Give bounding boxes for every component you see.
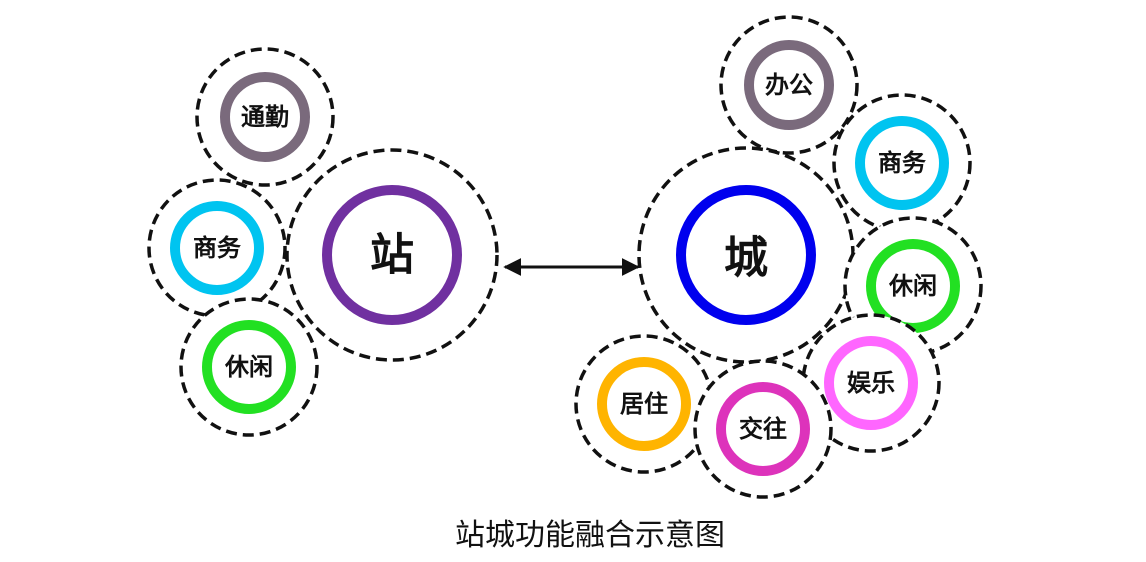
ring [170,201,264,295]
ring [220,72,310,162]
node-city-center: 城 [637,146,855,364]
label-living: 居住 [620,390,668,418]
label-leisure: 休闲 [224,353,273,381]
label-entertainment: 娱乐 [847,369,895,397]
node-city-office: 办公 [719,15,859,155]
node-city-living: 居住 [574,334,714,474]
label-station: 站 [370,230,414,281]
node-station-leisure: 休闲 [179,297,319,437]
ring [824,336,918,430]
label-city: 城 [724,233,768,284]
ring [716,382,810,476]
label-office: 办公 [765,71,813,99]
node-city-social: 交往 [693,359,833,499]
ring [322,185,462,325]
label-leisure: 休闲 [888,272,937,300]
node-city-business: 商务 [832,93,972,233]
node-station-center: 站 [285,148,499,362]
diagram-caption: 站城功能融合示意图 [455,518,725,553]
label-social: 交往 [739,415,787,443]
ring [202,320,296,414]
node-station-business: 商务 [147,178,287,318]
label-commute: 通勤 [241,103,289,131]
ring [597,357,691,451]
ring [676,185,816,325]
ring [744,40,834,130]
label-business: 商务 [878,149,927,177]
label-business: 商务 [193,234,242,262]
ring [855,116,949,210]
node-station-commute: 通勤 [195,47,335,187]
node-city-entertainment: 娱乐 [801,313,941,453]
